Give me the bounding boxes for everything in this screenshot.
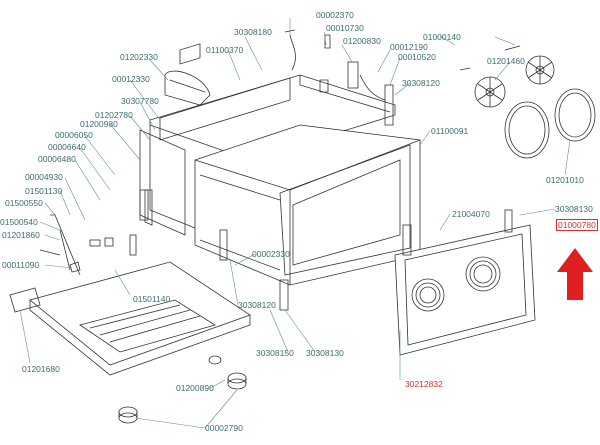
- part-label-00012330: 00012330: [112, 74, 150, 84]
- part-label-30308120-b: 30308120: [238, 300, 276, 310]
- part-label-01000780: 01000780: [558, 220, 596, 230]
- part-label-01000140: 01000140: [423, 32, 461, 42]
- highlight-box: [556, 219, 598, 231]
- part-label-01201680: 01201680: [22, 364, 60, 374]
- part-label-00004930: 00004930: [25, 172, 63, 182]
- part-label-00012190: 00012190: [390, 42, 428, 52]
- part-label-01100370: 01100370: [206, 45, 244, 55]
- part-label-30308150: 30308150: [256, 348, 294, 358]
- part-label-21004070: 21004070: [452, 209, 490, 219]
- part-label-01501140: 01501140: [133, 294, 171, 304]
- part-label-01200830: 01200830: [343, 36, 381, 46]
- part-label-01202780: 01202780: [95, 110, 133, 120]
- arrow-up-icon: [557, 248, 593, 300]
- part-label-00006640: 00006640: [48, 142, 86, 152]
- part-label-01500550: 01500550: [5, 198, 43, 208]
- part-label-30308180: 30308180: [234, 27, 272, 37]
- part-label-00011090: 00011090: [2, 260, 40, 270]
- part-label-01200980: 01200980: [80, 119, 118, 129]
- part-label-01500540: 01500540: [0, 217, 38, 227]
- part-label-01501130: 01501130: [25, 186, 63, 196]
- part-label-01202330: 01202330: [120, 52, 158, 62]
- part-label-00002330: 00002330: [252, 249, 290, 259]
- part-label-00006050: 00006050: [55, 130, 93, 140]
- part-label-30307780: 30307780: [121, 96, 159, 106]
- part-label-30212832: 30212832: [405, 379, 443, 389]
- part-label-01100091: 01100091: [431, 126, 469, 136]
- part-label-30308120-a: 30308120: [402, 78, 440, 88]
- part-label-00006480: 00006480: [38, 154, 76, 164]
- part-label-01201010: 01201010: [546, 175, 584, 185]
- part-label-00002370: 00002370: [316, 10, 354, 20]
- part-label-00002790: 00002790: [205, 423, 243, 433]
- part-label-00010520: 00010520: [398, 52, 436, 62]
- part-label-01200890: 01200890: [176, 383, 214, 393]
- part-label-01201460: 01201460: [487, 56, 525, 66]
- part-label-30308130-a: 30308130: [555, 204, 593, 214]
- part-label-00010730: 00010730: [326, 23, 364, 33]
- part-label-01201860: 01201860: [2, 230, 40, 240]
- part-label-30308130-b: 30308130: [306, 348, 344, 358]
